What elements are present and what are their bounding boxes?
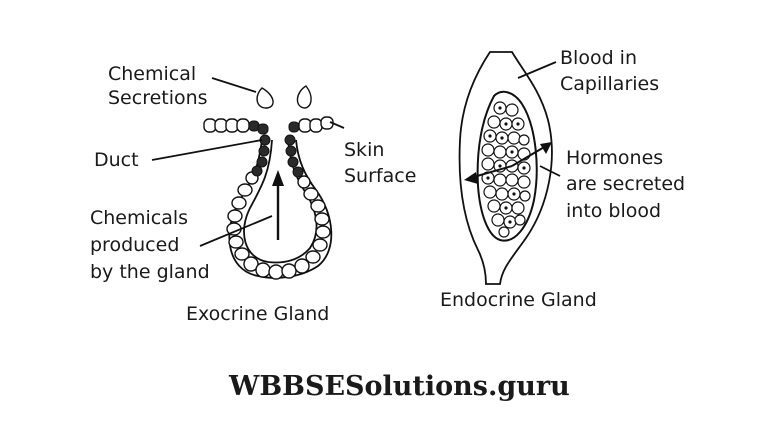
gland-wall-cells xyxy=(226,165,331,280)
capillary-vessel xyxy=(458,51,553,285)
secretion-droplet-left xyxy=(256,87,274,109)
label-chemicals-produced-1: Chemicals xyxy=(90,207,188,229)
secretion-flow-arrow xyxy=(272,170,284,240)
label-skin-surface-2: Surface xyxy=(344,165,416,187)
caption-endocrine-gland: Endocrine Gland xyxy=(440,289,597,311)
skin-surface-cells-right xyxy=(288,116,334,133)
label-chemical-secretions-1: Chemical xyxy=(108,63,196,85)
label-duct: Duct xyxy=(94,149,139,171)
label-skin-surface-1: Skin xyxy=(344,139,384,161)
skin-surface-cells-left xyxy=(203,118,269,135)
duct-cells xyxy=(256,134,299,168)
exocrine-gland-figure: Chemical Secretions Duct Skin Surface Ch… xyxy=(90,63,416,325)
endocrine-cell-nuclei xyxy=(486,106,526,224)
caption-exocrine-gland: Exocrine Gland xyxy=(186,303,329,325)
label-blood-in-capillaries-2: Capillaries xyxy=(560,73,659,95)
secretion-droplet-right xyxy=(296,85,312,109)
site-watermark: WBBSESolutions.guru xyxy=(228,371,570,402)
label-hormones-1: Hormones xyxy=(566,147,663,169)
label-hormones-3: into blood xyxy=(566,200,661,222)
label-chemicals-produced-2: produced xyxy=(90,234,179,256)
label-blood-in-capillaries-1: Blood in xyxy=(560,47,637,69)
label-chemical-secretions-2: Secretions xyxy=(108,87,208,109)
hormone-secretion-arrows xyxy=(464,142,552,184)
label-hormones-2: are secreted xyxy=(566,173,685,195)
label-chemicals-produced-3: by the gland xyxy=(90,261,210,283)
endocrine-gland-figure: Blood in Capillaries Hormones are secret… xyxy=(440,47,685,311)
